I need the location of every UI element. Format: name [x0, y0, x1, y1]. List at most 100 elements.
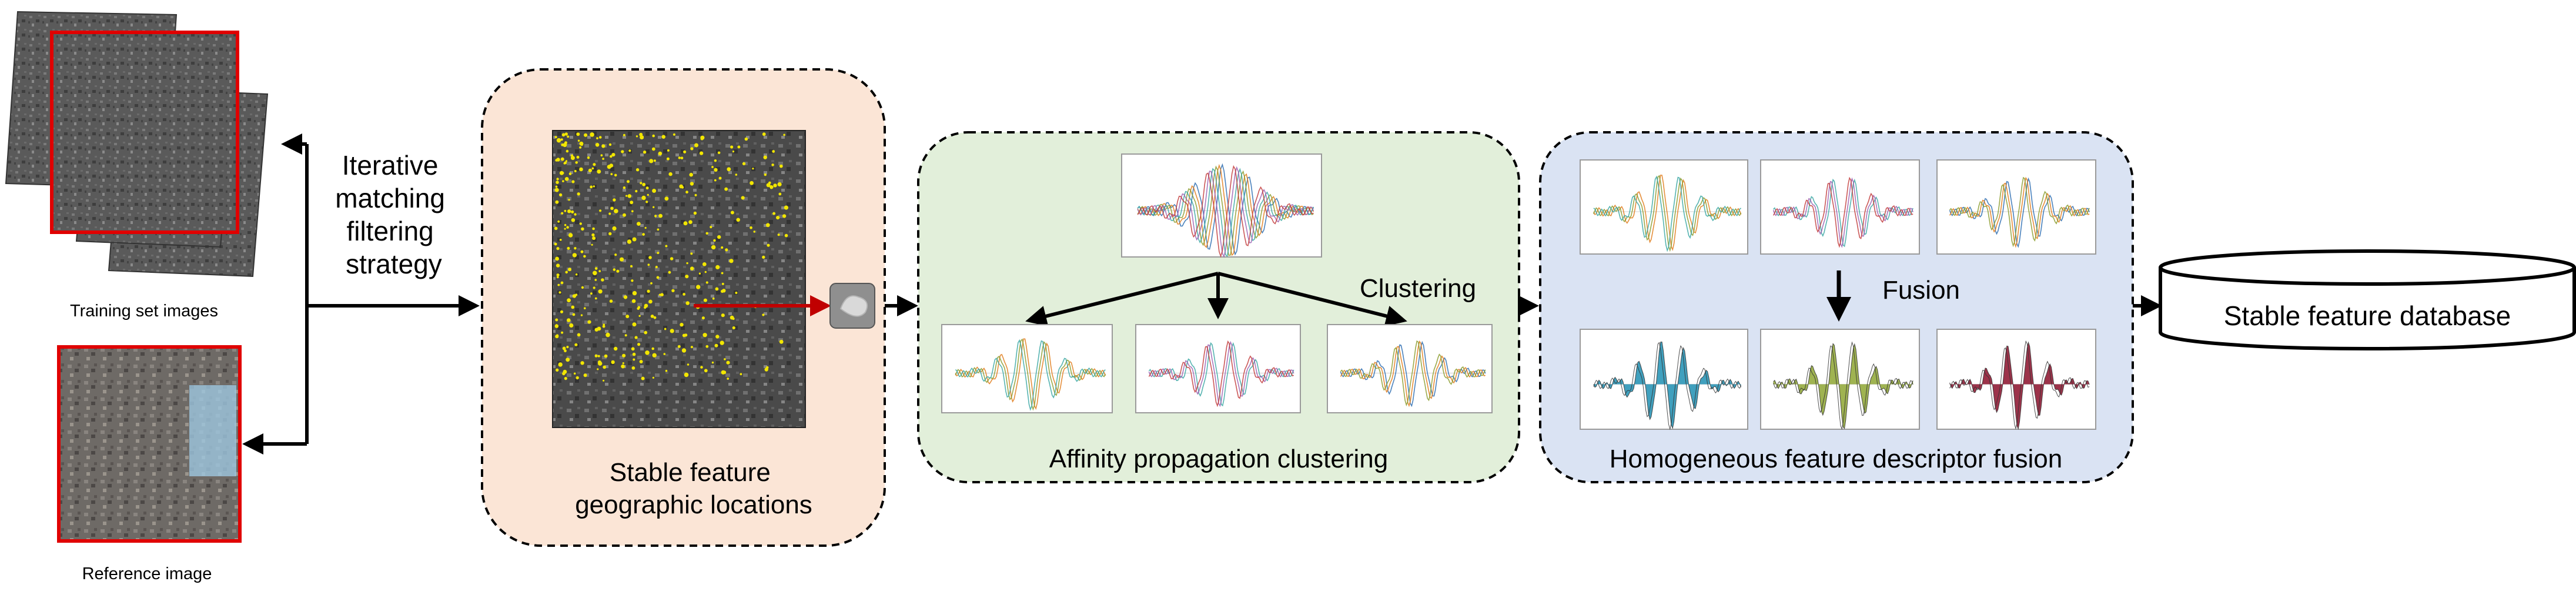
feature-point — [653, 159, 656, 162]
feature-point — [690, 182, 694, 186]
feature-point — [592, 236, 596, 240]
feature-point — [632, 352, 636, 356]
clustering-label: Clustering — [1360, 274, 1476, 303]
feature-point — [565, 160, 568, 162]
feature-point — [561, 331, 564, 334]
feature-point — [684, 372, 689, 377]
feature-point — [577, 333, 581, 337]
feature-point — [653, 316, 657, 319]
feature-point — [715, 265, 720, 269]
feature-point — [559, 239, 562, 241]
feature-point — [735, 292, 738, 294]
feature-point — [608, 212, 611, 215]
cluster-plot-2 — [1135, 324, 1301, 413]
stage1-caption-line-2: geographic locations — [575, 490, 812, 519]
training-set-caption: Training set images — [70, 302, 218, 320]
feature-point — [720, 340, 724, 345]
fusion-label: Fusion — [1882, 276, 1960, 305]
feature-point — [639, 360, 643, 363]
feature-point — [736, 218, 740, 222]
feature-point — [717, 151, 721, 155]
feature-point — [661, 135, 665, 139]
fused-area — [1773, 343, 1913, 429]
feature-point — [632, 290, 637, 296]
feature-point — [572, 294, 577, 298]
plot-line — [1773, 178, 1913, 248]
feature-point — [598, 289, 603, 294]
feature-point — [567, 135, 570, 138]
feature-point — [635, 190, 638, 193]
feature-point — [721, 290, 724, 293]
plot-line — [1340, 340, 1486, 407]
feature-point — [645, 201, 648, 203]
feature-point — [556, 368, 559, 372]
feature-point — [637, 222, 641, 226]
feature-point — [567, 209, 571, 213]
feature-point — [653, 206, 655, 208]
feature-point — [764, 368, 768, 372]
feature-point — [648, 299, 653, 304]
feature-point — [783, 133, 785, 136]
feature-point — [623, 295, 628, 299]
feature-point — [689, 172, 693, 177]
feature-point — [711, 245, 716, 250]
feature-point — [693, 211, 697, 215]
feature-point — [593, 286, 596, 289]
feature-point — [630, 265, 633, 268]
feature-point — [777, 182, 782, 187]
feature-point — [782, 214, 787, 218]
feature-point — [711, 166, 714, 168]
feature-point — [702, 333, 707, 338]
feature-point — [625, 195, 628, 197]
feature-point — [724, 358, 726, 360]
feature-point — [566, 226, 569, 229]
feature-point — [641, 376, 645, 380]
feature-point — [573, 372, 576, 375]
feature-point — [555, 185, 558, 188]
plot-line — [1773, 341, 1913, 430]
feature-point — [624, 334, 627, 337]
feature-point — [555, 200, 559, 204]
feature-point — [700, 366, 703, 369]
feature-point — [576, 376, 579, 380]
fused-descriptor-plot-1 — [1580, 329, 1748, 430]
strategy-line-2: matching — [335, 183, 445, 213]
stage3-caption: Homogeneous feature descriptor fusion — [1610, 445, 2062, 473]
feature-point — [630, 201, 634, 205]
feature-point — [594, 354, 598, 358]
feature-point — [556, 247, 560, 250]
feature-point — [667, 149, 670, 152]
feature-point — [564, 223, 567, 226]
feature-point — [642, 182, 646, 186]
feature-point — [727, 377, 730, 380]
feature-point — [560, 157, 564, 161]
plot-line — [955, 339, 1106, 411]
feature-point — [564, 228, 566, 230]
feature-point — [572, 253, 577, 258]
feature-point — [601, 144, 605, 148]
feature-point — [588, 168, 593, 172]
feature-point — [637, 307, 640, 310]
feature-point — [665, 369, 668, 372]
feature-point — [612, 226, 617, 231]
feature-point — [611, 360, 615, 365]
feature-point — [671, 289, 675, 292]
feature-point — [580, 143, 583, 146]
feature-point — [593, 163, 596, 166]
strategy-line-1: Iterative — [342, 150, 439, 181]
feature-point — [694, 193, 697, 196]
feature-point — [765, 223, 770, 228]
feature-point — [554, 136, 557, 139]
feature-point — [610, 155, 613, 158]
feature-point — [581, 286, 584, 289]
feature-point — [555, 256, 559, 261]
reference-image-caption: Reference image — [82, 564, 212, 583]
feature-point — [621, 150, 624, 153]
plot-line — [1137, 168, 1314, 258]
feature-point — [704, 270, 707, 273]
feature-point — [559, 171, 564, 175]
feature-point — [647, 193, 650, 196]
feature-point — [623, 213, 626, 217]
feature-point — [567, 246, 570, 250]
